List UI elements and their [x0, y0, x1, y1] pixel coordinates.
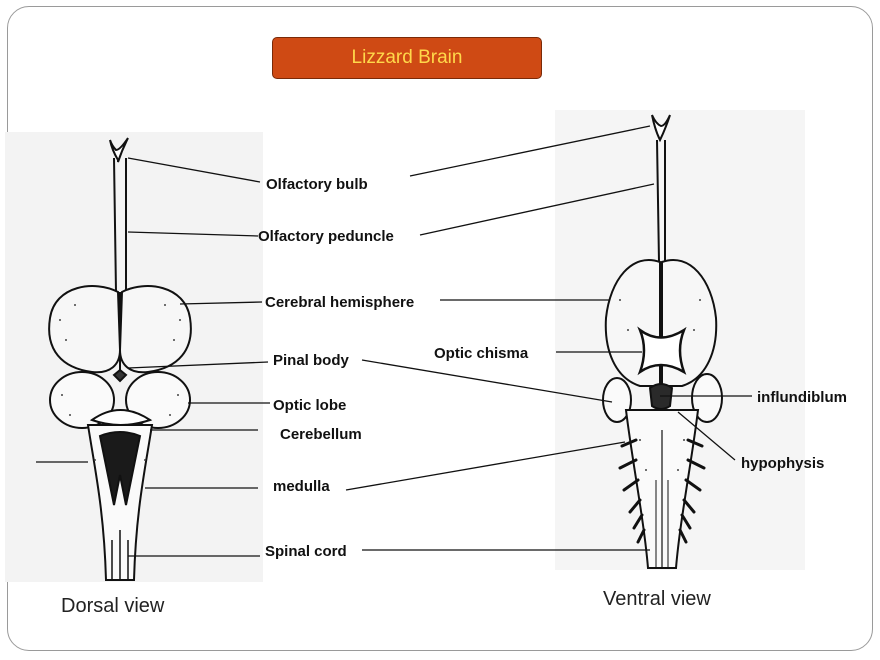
label-influndiblum: influndiblum — [757, 389, 847, 406]
diagram-title: Lizzard Brain — [272, 37, 542, 79]
leader-olfactory-bulb-dorsal — [127, 157, 261, 183]
leader-pinal-body-dorsal — [127, 361, 269, 369]
ventral-brain-drawing — [602, 114, 723, 569]
label-medulla: medulla — [273, 478, 330, 495]
dorsal-stippling — [59, 304, 181, 461]
dorsal-view-caption: Dorsal view — [61, 595, 165, 617]
label-optic-lobe: Optic lobe — [273, 397, 347, 414]
label-olfactory-bulb: Olfactory bulb — [266, 176, 368, 193]
label-olfactory-peduncle: Olfactory peduncle — [258, 228, 394, 245]
leader-cerebral-hemisphere-dorsal — [179, 301, 263, 305]
leader-olfactory-peduncle-dorsal — [127, 231, 259, 237]
label-cerebellum: Cerebellum — [280, 426, 362, 443]
leader-pinal-body-ventral — [361, 359, 613, 403]
leader-olfactory-bulb-ventral — [409, 125, 651, 177]
leader-lines — [36, 125, 752, 557]
label-spinal-cord: Spinal cord — [265, 543, 347, 560]
label-cerebral-hemisphere: Cerebral hemisphere — [265, 294, 415, 311]
leader-hypophysis — [677, 411, 736, 461]
label-optic-chisma: Optic chisma — [434, 345, 529, 362]
ventral-nerve-roots — [618, 438, 706, 544]
label-pinal-body: Pinal body — [273, 352, 349, 369]
dorsal-brain-drawing — [48, 137, 192, 581]
ventral-stippling — [619, 299, 701, 471]
ventral-view-caption: Ventral view — [603, 588, 711, 610]
leader-medulla-ventral — [345, 441, 626, 491]
label-hypophysis: hypophysis — [741, 455, 825, 472]
leader-olfactory-peduncle-ventral — [419, 183, 655, 236]
